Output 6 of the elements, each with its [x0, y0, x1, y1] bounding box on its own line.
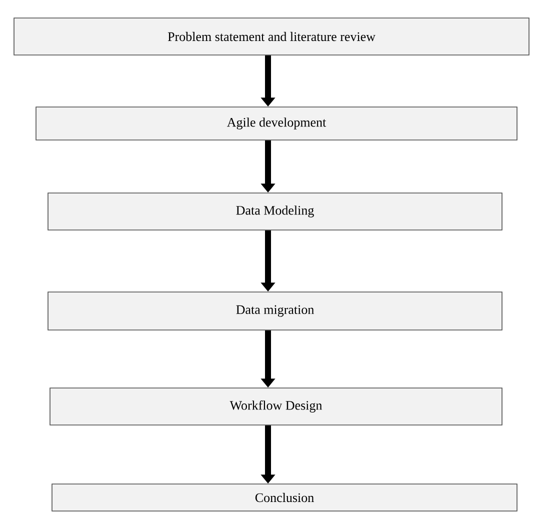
process-box: Data Modeling: [48, 192, 502, 230]
process-box: Data migration: [48, 292, 502, 330]
process-box: Conclusion: [52, 484, 518, 512]
process-box: Workflow Design: [50, 388, 502, 426]
process-box: Agile development: [36, 106, 518, 140]
process-box: Problem statement and literature review: [14, 18, 530, 56]
